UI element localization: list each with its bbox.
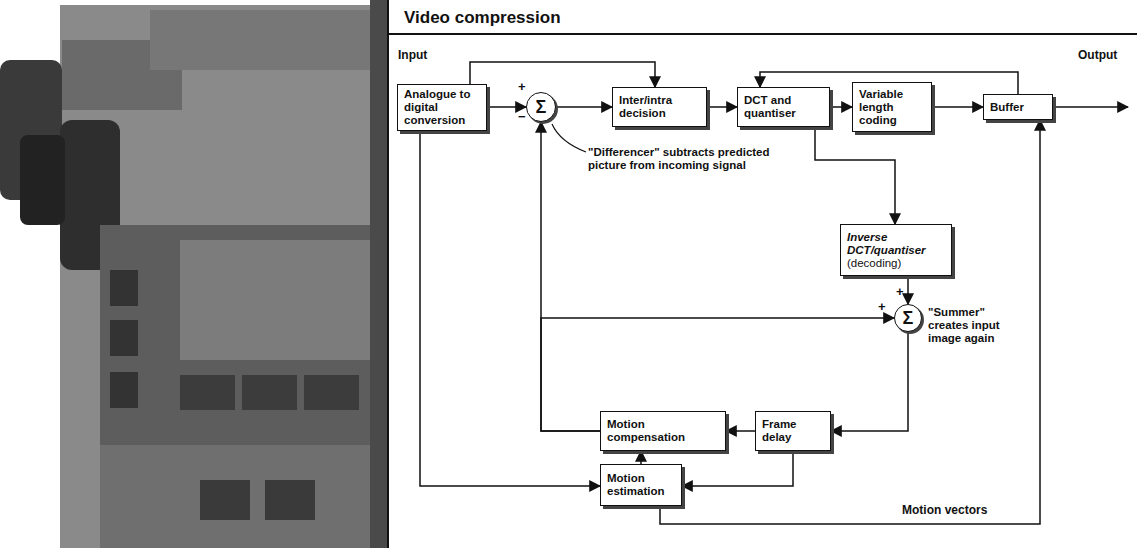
leader-line (552, 124, 586, 152)
node-text: Motion estimation (607, 472, 675, 498)
sign-label: − (518, 110, 528, 124)
node-text: Buffer (990, 101, 1046, 114)
node-text: Motion compensation (607, 418, 719, 444)
process-box: Inverse DCT/quantiser(decoding) (840, 224, 952, 276)
process-box: Motion compensation (600, 411, 726, 451)
sign-label: + (878, 300, 888, 314)
signal-arrow (815, 127, 895, 224)
callout-note: "Differencer" subtracts predicted pictur… (588, 146, 793, 172)
node-text: Σ (536, 97, 547, 117)
node-text: Analogue to digital conversion (404, 88, 480, 127)
signal-arrow (830, 106, 852, 108)
signal-arrow (420, 131, 600, 486)
camcorder-photo (0, 0, 390, 548)
output-arrow (1053, 106, 1128, 108)
signal-arrow (726, 430, 755, 432)
process-box: Buffer (983, 94, 1053, 120)
signal-arrow (932, 106, 983, 108)
sign-label: + (518, 80, 528, 94)
signal-arrow (470, 62, 655, 87)
sign-label: + (896, 285, 906, 299)
summer-circle: Σ (894, 304, 922, 332)
node-text: Variable length coding (859, 88, 925, 127)
node-text: Inverse DCT/quantiser (847, 231, 945, 257)
signal-arrow (682, 451, 793, 486)
process-box: Analogue to digital conversion (397, 84, 487, 131)
diagram-panel (388, 0, 1137, 548)
signal-arrow (707, 106, 737, 108)
panel-border (387, 0, 389, 548)
input-label: Input (398, 48, 458, 62)
process-box: Inter/intra decision (612, 87, 707, 127)
node-text: Σ (903, 308, 914, 328)
process-box: Frame delay (755, 411, 831, 451)
signal-arrow (640, 451, 642, 464)
signal-arrow (660, 120, 1040, 524)
node-text: DCT and quantiser (744, 94, 823, 120)
signal-arrow (907, 276, 909, 304)
node-text: Frame delay (762, 418, 824, 444)
differencer-circle: Σ (526, 92, 556, 122)
diagram-title: Video compression (404, 8, 561, 28)
output-label: Output (1078, 48, 1137, 62)
node-text: Inter/intra decision (619, 94, 700, 120)
process-box: Variable length coding (852, 82, 932, 132)
process-box: DCT and quantiser (737, 87, 830, 127)
signal-arrow (487, 106, 526, 108)
node-text: (decoding) (847, 257, 945, 270)
signal-arrow (831, 332, 908, 431)
edge-label: Motion vectors (900, 503, 989, 517)
callout-note: "Summer" creates input image again (928, 306, 1023, 345)
title-rule (388, 33, 1137, 35)
process-box: Motion estimation (600, 464, 682, 506)
signal-arrow (556, 106, 612, 108)
